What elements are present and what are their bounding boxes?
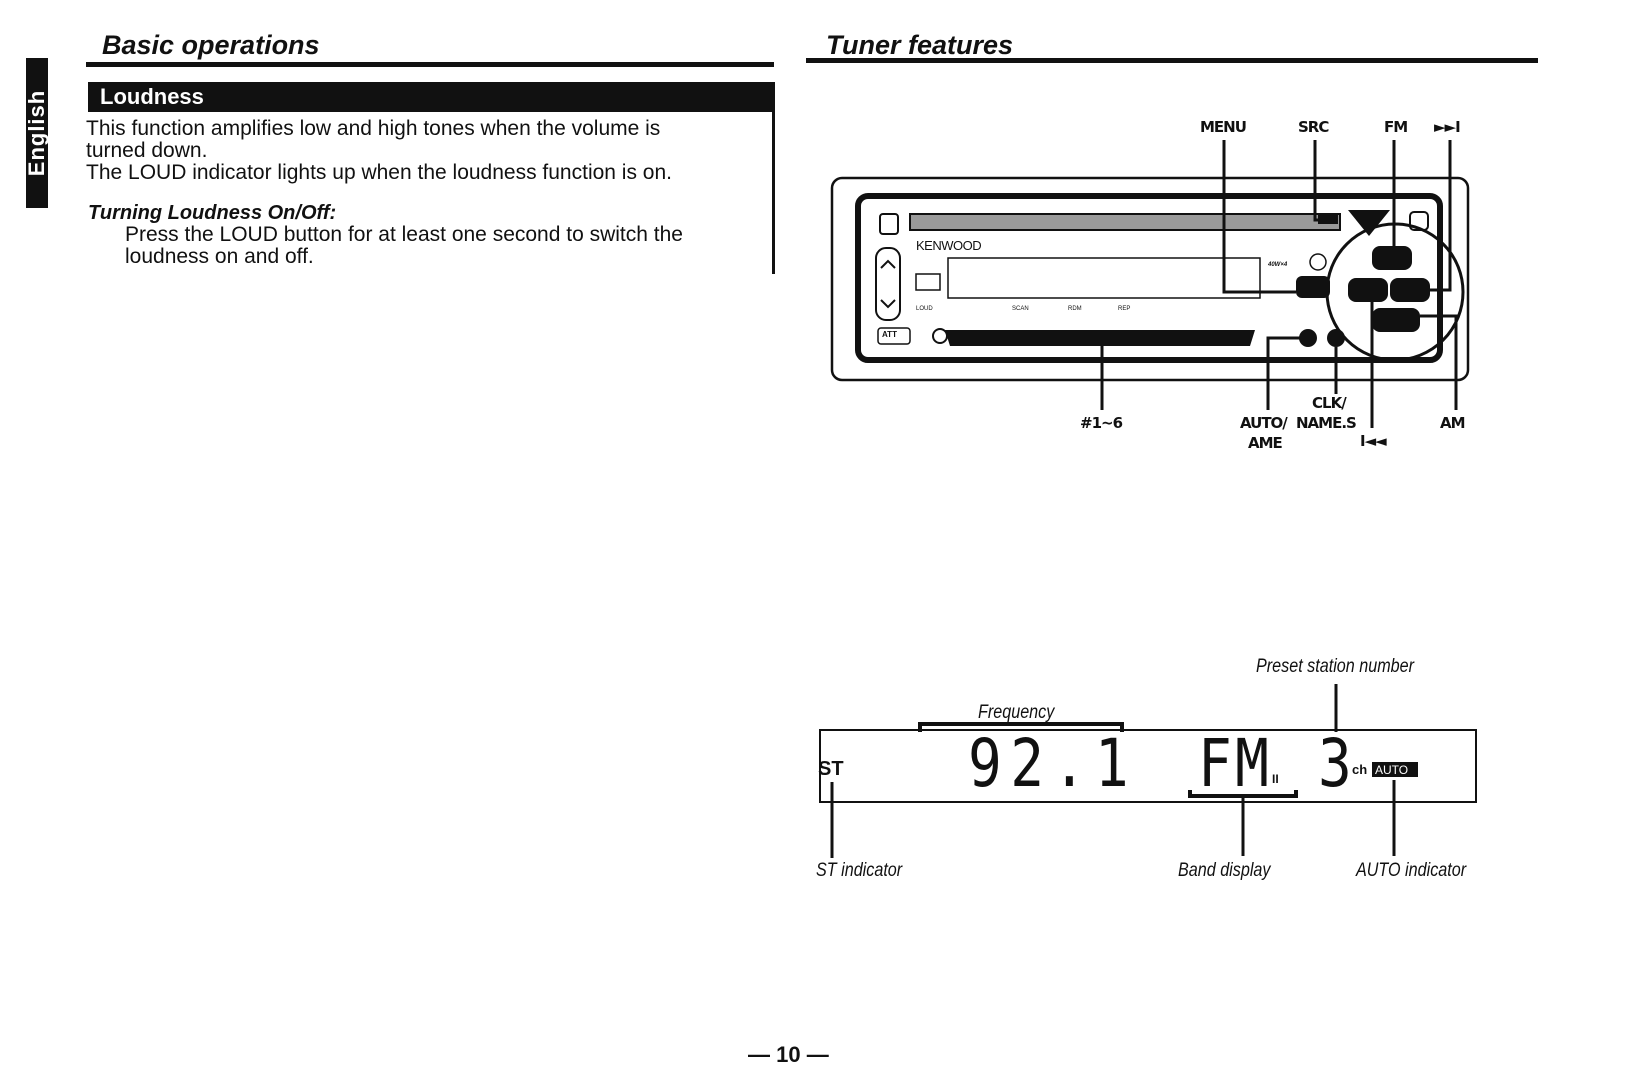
procedure-text: Press the LOUD button for at least one s… (125, 224, 683, 268)
presets-label: #1~6 (1080, 414, 1123, 432)
preset-station-label: Preset station number (1256, 656, 1414, 677)
rep-mark: REP (1118, 306, 1131, 312)
unit-faceplate (855, 193, 1443, 363)
prev-track-label: I◄◄ (1360, 432, 1387, 450)
src-triangle (1348, 210, 1390, 236)
basic-operations-title: Basic operations (102, 30, 320, 60)
loud-mark: LOUD (916, 306, 933, 312)
prev-button (1348, 278, 1388, 302)
intro-line: turned down. (86, 139, 208, 162)
auto-indicator-label: AUTO indicator (1356, 860, 1467, 881)
am-label: AM (1440, 414, 1466, 432)
left-column-rule (772, 82, 775, 274)
att-mark: ATT (882, 330, 897, 339)
auto-badge (1372, 762, 1418, 777)
frequency-label: Frequency (978, 702, 1055, 723)
next-track-label: ►►I (1434, 118, 1461, 136)
band-readout: FM (1198, 725, 1273, 802)
unit-display-window (947, 257, 1261, 299)
st-indicator-label: ST indicator (816, 860, 903, 881)
procedure-line: Press the LOUD button for at least one s… (125, 223, 683, 246)
lcd-display-frame (819, 729, 1477, 803)
preset-buttons-bar (945, 330, 1255, 346)
kenwood-brand: KENWOOD (916, 238, 982, 253)
procedure-line: loudness on and off. (125, 245, 314, 268)
next-button (1390, 278, 1430, 302)
power-mark: 40W×4 (1268, 262, 1288, 268)
clk-label-line2: NAME.S (1296, 414, 1357, 432)
auto-indicator: AUTO (1375, 763, 1409, 777)
language-tab: English (26, 58, 48, 208)
cd-slot (909, 213, 1341, 231)
att-button (877, 327, 911, 345)
st-indicator: ST (818, 758, 844, 780)
intro-line: The LOUD indicator lights up when the lo… (86, 161, 673, 184)
band-display-label: Band display (1178, 860, 1271, 881)
preset-readout: 3 (1318, 725, 1352, 802)
band-sub-mark: II (1272, 772, 1279, 786)
menu-label: MENU (1200, 118, 1247, 136)
volume-rocker (875, 247, 901, 321)
scan-mark: SCAN (1012, 306, 1029, 312)
auto-ame-button (1299, 329, 1317, 347)
clk-label-line1: CLK/ (1312, 394, 1347, 412)
page-number: — 10 — (748, 1042, 829, 1067)
left-title-rule (86, 62, 774, 67)
right-title-rule (806, 58, 1538, 63)
tuner-features-title: Tuner features (826, 30, 1014, 60)
loudness-title: Loudness (100, 84, 204, 109)
loudness-intro: This function amplifies low and high ton… (86, 118, 672, 184)
auto-ame-label-line1: AUTO/ (1240, 414, 1288, 432)
ch-mark: ch (1352, 762, 1368, 777)
fm-button (1372, 246, 1412, 270)
src-button (1318, 214, 1338, 224)
fm-label: FM (1384, 118, 1408, 136)
unit-outer-frame (830, 176, 1470, 382)
procedure-title: Turning Loudness On/Off: (88, 202, 337, 224)
frequency-readout: 92.1 (968, 725, 1138, 802)
src-label: SRC (1298, 118, 1329, 136)
intro-line: This function amplifies low and high ton… (86, 117, 661, 140)
rds-logo (915, 273, 941, 291)
auto-ame-label-line2: AME (1248, 434, 1283, 452)
rdm-mark: RDM (1068, 306, 1082, 312)
clk-button (1327, 329, 1345, 347)
am-button (1372, 308, 1420, 332)
menu-button (1296, 276, 1330, 298)
loudness-header: Loudness (88, 82, 774, 112)
eject-button (879, 213, 899, 235)
